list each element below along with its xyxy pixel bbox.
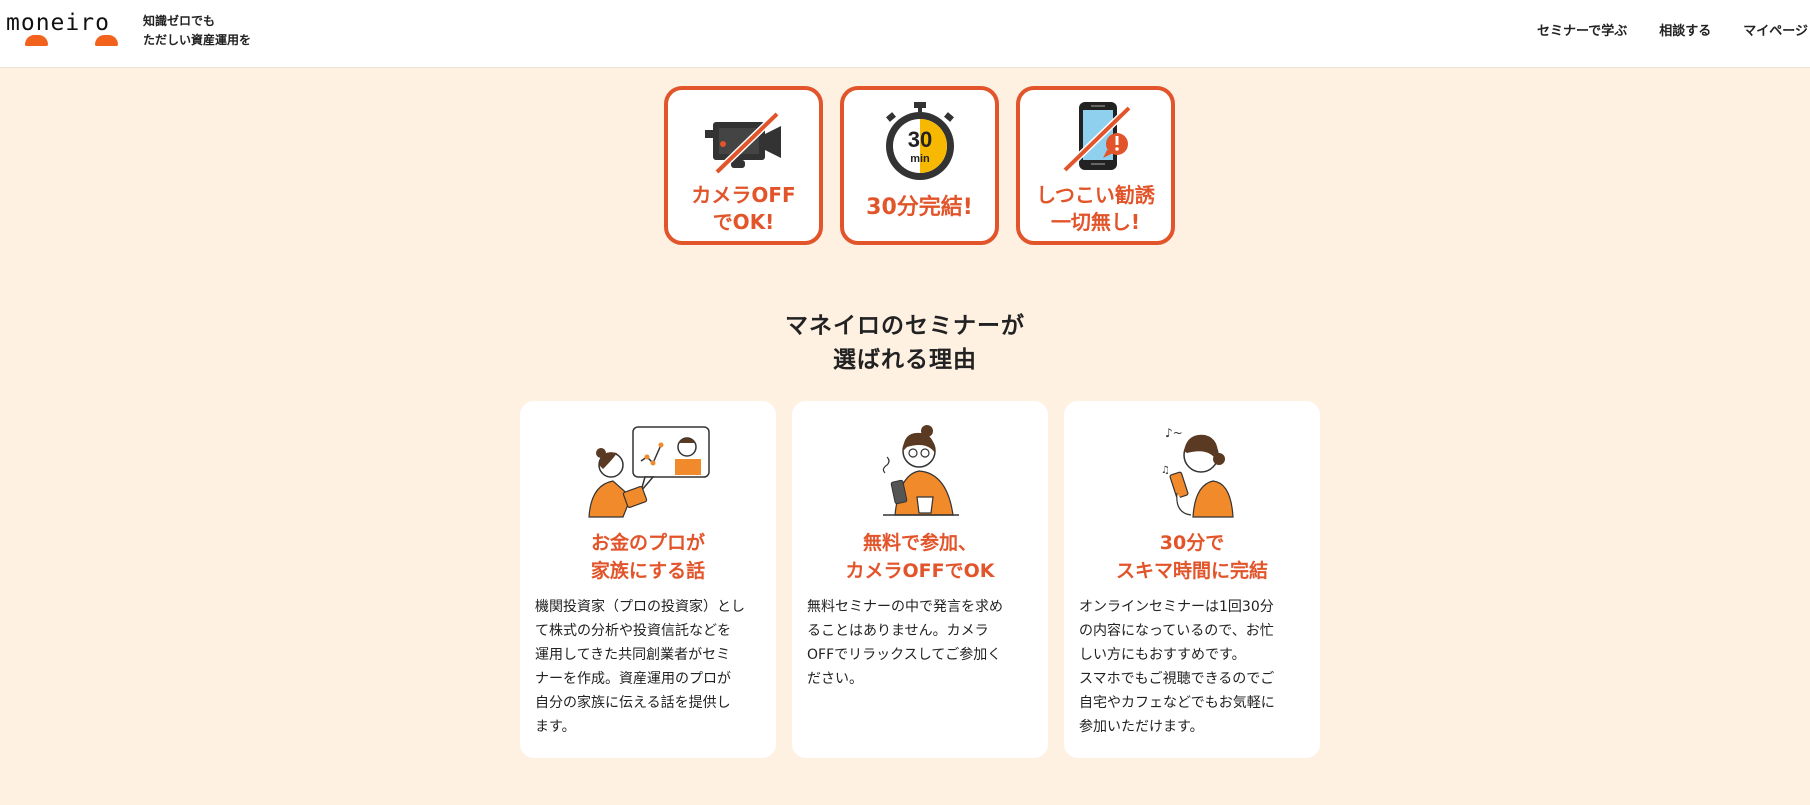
card-title: お金のプロが 家族にする話 (520, 529, 776, 585)
svg-text:30: 30 (907, 127, 931, 152)
feature-label-line1: カメラOFF (691, 183, 796, 207)
card-title: 無料で参加、 カメラOFFでOK (792, 529, 1048, 585)
tagline-line1: 知識ゼロでも (143, 14, 216, 28)
nav-consult[interactable]: 相談する (1659, 24, 1712, 39)
card-body: 機関投資家（プロの投資家）とし て株式の分析や投資信託などを 運用してきた共同創… (535, 599, 745, 735)
feature-label: カメラOFF でOK! (668, 182, 819, 236)
feature-label-line2: でOK! (712, 210, 775, 234)
reason-card-pro: お金のプロが 家族にする話 機関投資家（プロの投資家）とし て株式の分析や投資信… (520, 401, 776, 758)
tagline-line2: ただしい資産運用を (143, 33, 252, 47)
card-title-line2: スキマ時間に完結 (1115, 560, 1268, 582)
card-title-line2: 家族にする話 (590, 560, 706, 582)
card-title-line1: お金のプロが (590, 532, 705, 554)
logo-dot-right (95, 35, 118, 46)
no-solicitation-phone-icon (1062, 102, 1131, 173)
nav-seminar[interactable]: セミナーで学ぶ (1537, 24, 1628, 39)
card-title-line2: カメラOFFでOK (845, 560, 995, 582)
woman-watching-pro-video-illustration (588, 426, 710, 518)
section-title-line2: 選ばれる理由 (833, 347, 977, 373)
woman-listening-on-phone-illustration: ♪~ ♫ (1161, 426, 1234, 518)
section-title: マネイロのセミナーが 選ばれる理由 (0, 309, 1810, 377)
svg-text:♫: ♫ (1161, 465, 1170, 476)
camera-off-icon (704, 111, 781, 175)
woman-with-phone-and-coffee-illustration (882, 425, 959, 516)
reason-card-30min: ♪~ ♫ 30分で スキマ時間に完結 オンラインセミナーは1回30分 の内容にな… (1064, 401, 1320, 758)
card-title-line1: 30分で (1159, 532, 1225, 554)
card-title-line1: 無料で参加、 (862, 532, 977, 554)
logo-wordmark: moneiro (6, 10, 110, 36)
feature-camera-off: カメラOFF でOK! (664, 86, 823, 245)
svg-text:♪~: ♪~ (1165, 426, 1183, 440)
site-header: moneiro 知識ゼロでも ただしい資産運用を セミナーで学ぶ 相談する マイ… (0, 0, 1810, 68)
card-title: 30分で スキマ時間に完結 (1064, 529, 1320, 585)
feature-label: しつこい勧誘 一切無し! (1020, 182, 1171, 236)
tagline: 知識ゼロでも ただしい資産運用を (143, 12, 251, 50)
reason-card-free: 無料で参加、 カメラOFFでOK 無料セミナーの中で発言を求め ることはありませ… (792, 401, 1048, 758)
nav-mypage[interactable]: マイページ (1743, 24, 1808, 39)
section-title-line1: マネイロのセミナーが (785, 313, 1025, 339)
svg-text:min: min (910, 153, 930, 165)
stopwatch-30min-icon: 30 min (885, 102, 954, 180)
feature-label-line2: 一切無し! (1050, 210, 1141, 234)
feature-label-line1: しつこい勧誘 (1036, 183, 1155, 207)
logo-dot-left (25, 35, 48, 46)
card-body: オンラインセミナーは1回30分 の内容になっているので、お忙 しい方にもおすすめ… (1079, 599, 1275, 735)
feature-label: 30分完結! (866, 195, 973, 220)
feature-no-solicitation: しつこい勧誘 一切無し! (1016, 86, 1175, 245)
moneiro-logo[interactable]: moneiro (6, 10, 121, 46)
card-body: 無料セミナーの中で発言を求め ることはありません。カメラ OFFでリラックスして… (807, 599, 1003, 687)
main-nav: セミナーで学ぶ 相談する マイページ (1537, 20, 1808, 39)
feature-30min: 30 min 30分完結! (840, 86, 999, 245)
